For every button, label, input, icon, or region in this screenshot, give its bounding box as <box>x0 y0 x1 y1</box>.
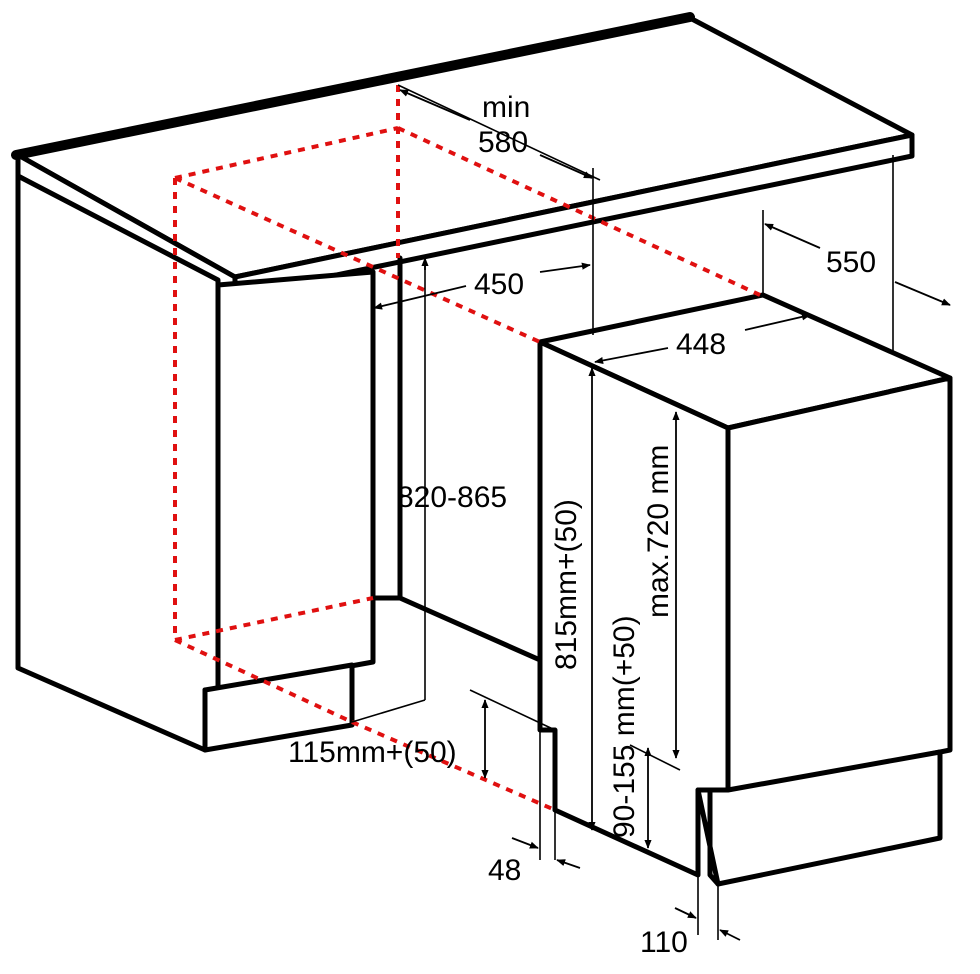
niche <box>370 255 543 663</box>
label-115: 115mm+(50) <box>288 736 457 769</box>
label-448: 448 <box>676 328 726 361</box>
extension-line <box>397 84 601 181</box>
dim-arrow-448-right <box>744 313 811 331</box>
plinth-edge <box>695 787 721 887</box>
worktop-back-upstand <box>11 12 695 160</box>
side-cabinet-panel <box>15 173 221 753</box>
label-48: 48 <box>488 854 521 887</box>
dim-arrow-450-left <box>373 285 467 310</box>
dim-arrow-48-left <box>511 837 539 849</box>
dim-arrow-448-left <box>594 347 669 365</box>
label-90-155: 90-155 mm(+50) <box>608 615 641 838</box>
label-min: min <box>482 91 530 124</box>
dimension-lines <box>373 89 951 941</box>
extension-line <box>469 689 556 731</box>
extension-lines <box>351 84 894 940</box>
hidden-line <box>351 720 556 812</box>
hidden-line <box>174 638 353 724</box>
extension-line <box>629 744 681 771</box>
hidden-niche-outline <box>173 85 761 812</box>
dim-arrow-550-right <box>894 281 951 306</box>
label-550: 550 <box>826 246 876 279</box>
cabinet-front-door <box>215 269 376 693</box>
side-cabinet <box>15 173 376 753</box>
hidden-line <box>174 176 541 344</box>
label-580: 580 <box>478 126 528 159</box>
dim-arrow-110-right <box>719 929 741 941</box>
dishwasher-door <box>725 375 953 798</box>
dim-arrow-580 <box>539 154 593 179</box>
dim-arrow-450-right <box>539 262 591 273</box>
worktop <box>11 12 915 299</box>
label-820-865: 820-865 <box>397 481 507 514</box>
extension-line <box>351 699 426 723</box>
cabinet-plinth <box>202 662 355 753</box>
dim-arrow-110-left <box>674 907 697 919</box>
label-815: 815mm+(50) <box>550 499 583 670</box>
hidden-line <box>174 596 374 642</box>
niche-floor-line <box>370 595 543 663</box>
dim-arrow-min <box>399 89 471 121</box>
hidden-line <box>174 126 399 180</box>
label-110: 110 <box>640 926 688 959</box>
label-450: 450 <box>474 268 524 301</box>
hidden-line <box>397 126 761 297</box>
dim-arrow-550-left <box>764 223 821 249</box>
dim-arrow-48-right <box>556 859 581 869</box>
label-max-720: max.720 mm <box>642 445 675 618</box>
dimension-labels: min 580 450 550 448 820-865 815mm+(50) m… <box>288 91 876 959</box>
dishwasher <box>537 292 953 887</box>
